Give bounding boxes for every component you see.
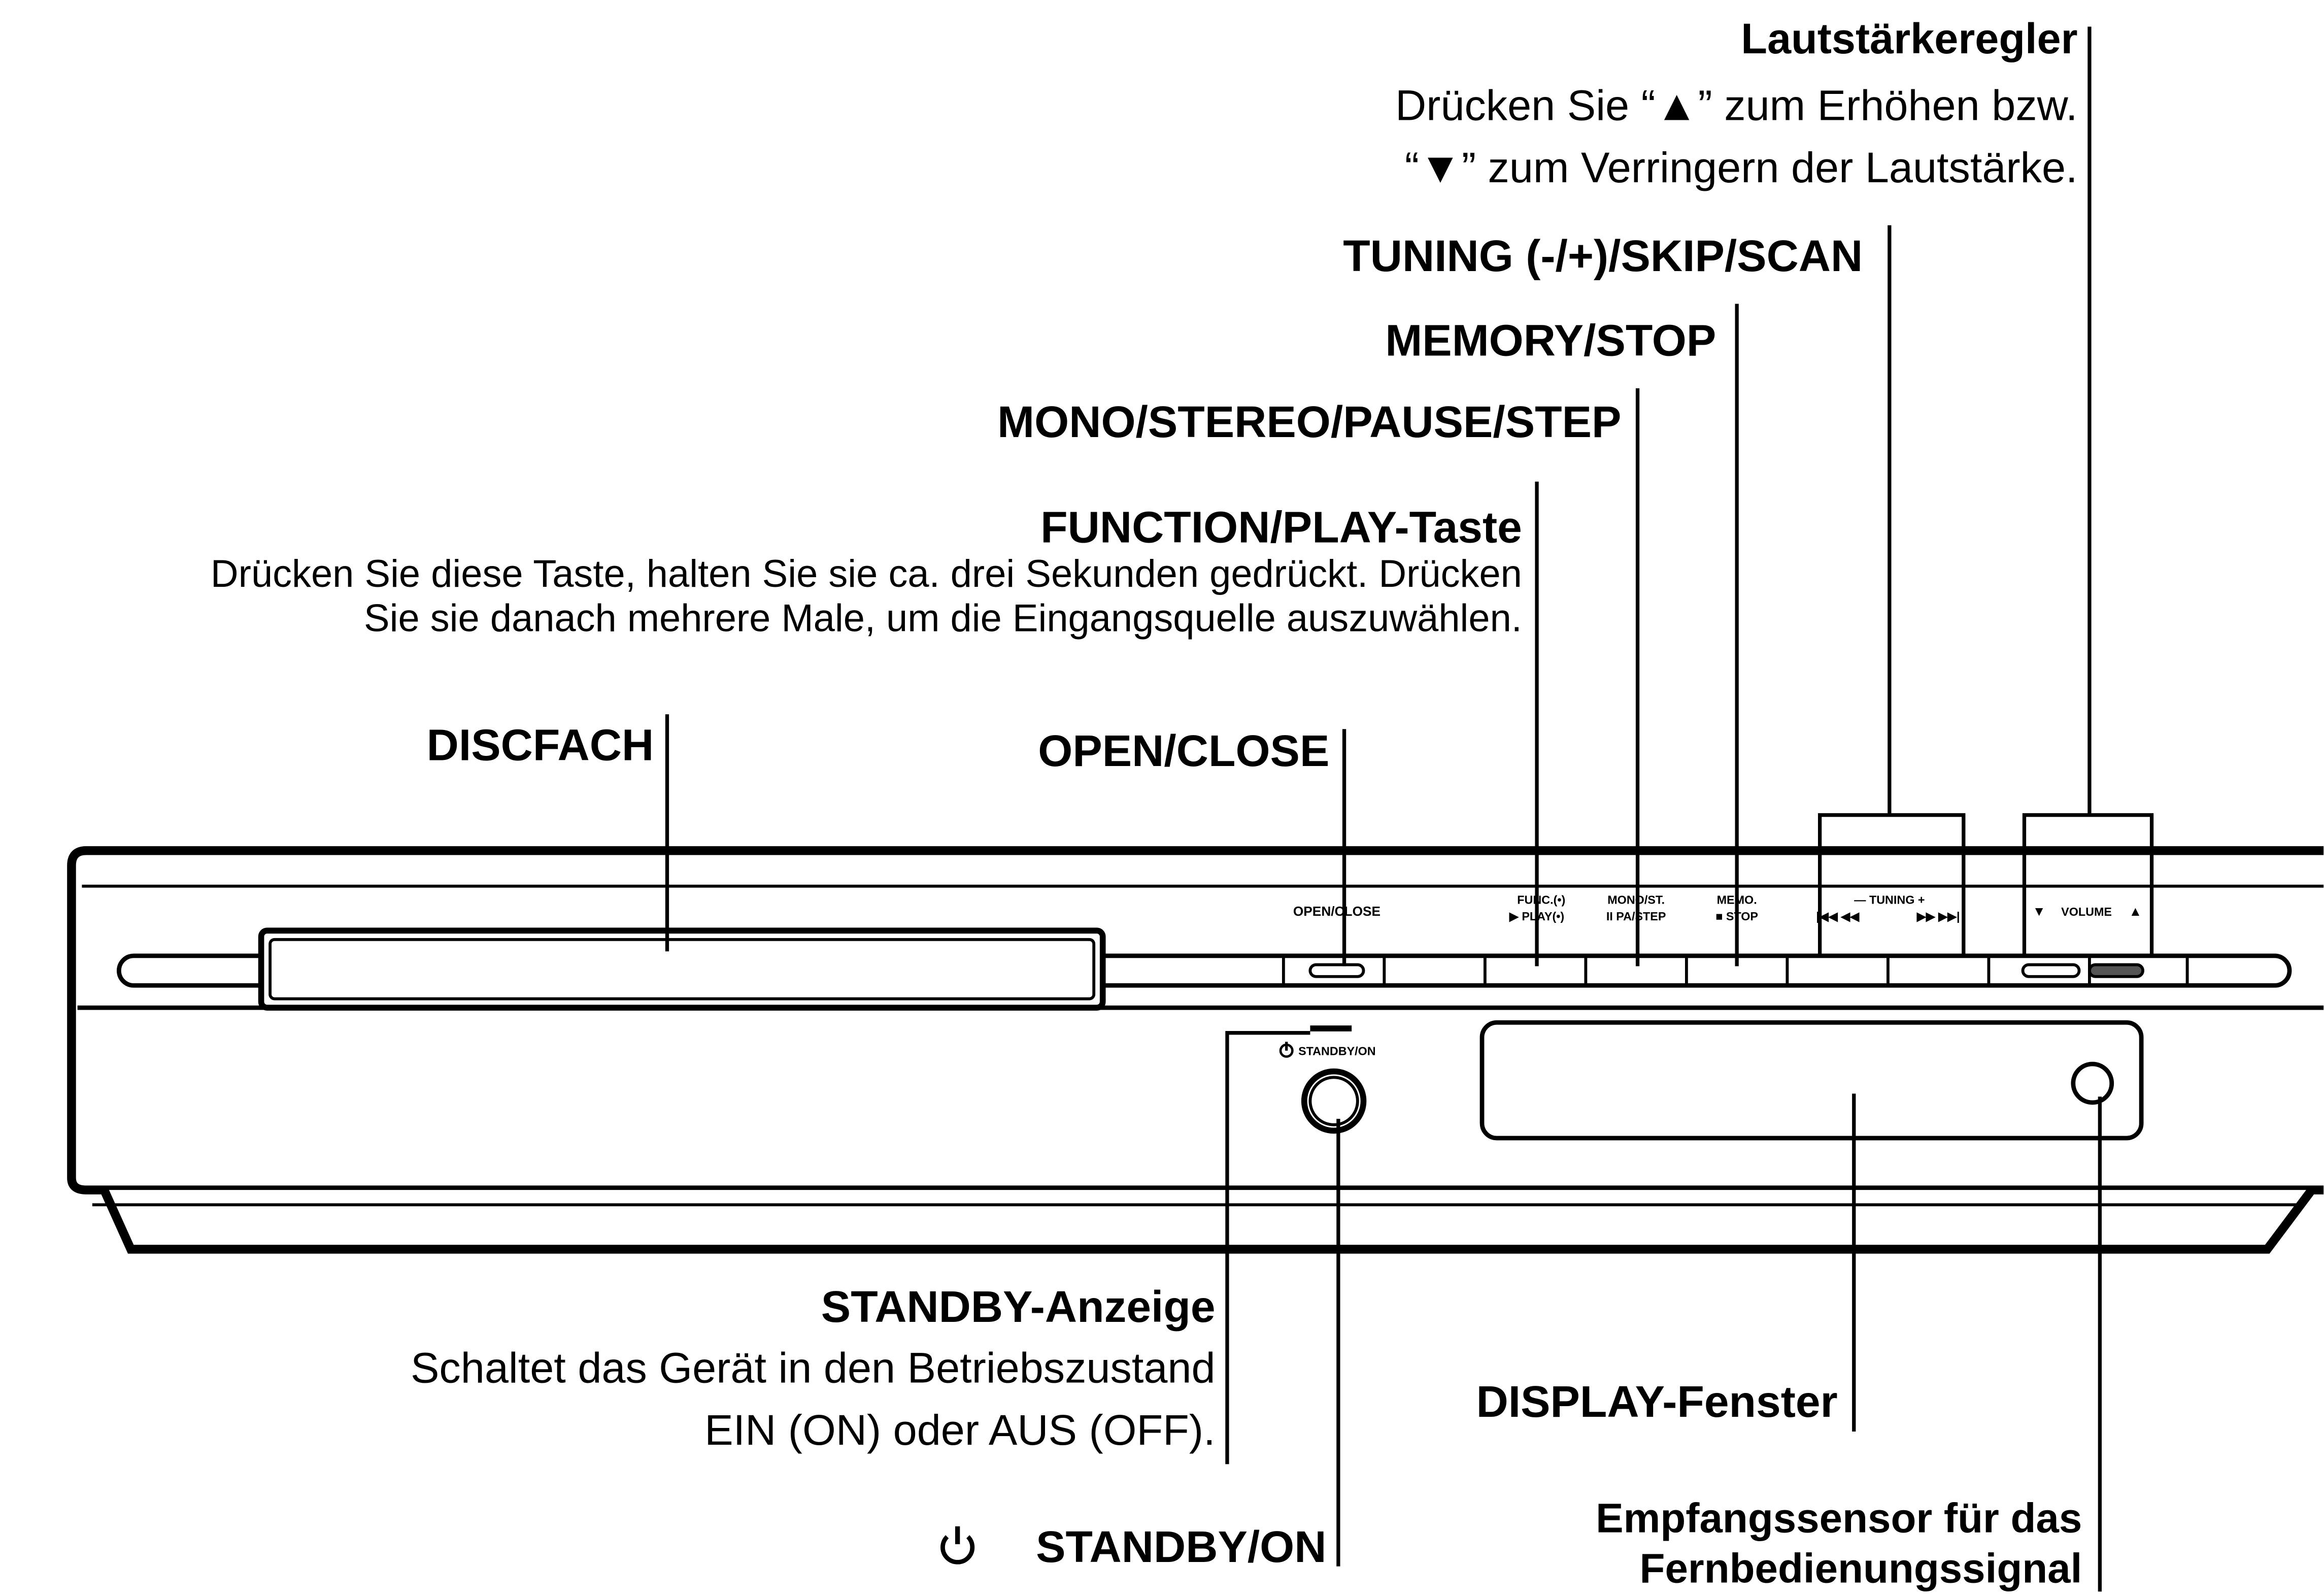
chassis-base	[100, 1187, 2315, 1254]
panel-tuning-label: — TUNING +	[1854, 893, 1925, 907]
volume-desc-1: Drücken Sie “▲” zum Erhöhen bzw.	[1395, 81, 2077, 129]
standby-indicator-led	[1310, 1025, 1352, 1032]
leader-volume	[2022, 26, 2154, 956]
panel-volume-down-label: ▼	[2033, 904, 2046, 919]
volume-desc-2: “▼” zum Verringern der Lautstärke.	[1405, 143, 2078, 191]
volume-up-button[interactable]	[2088, 963, 2144, 978]
display-window	[1479, 1020, 2144, 1141]
standby-on-button[interactable]	[1301, 1068, 1367, 1134]
function-title: FUNCTION/PLAY-Taste	[1040, 502, 1522, 552]
callouts: Lautstärkeregler Drücken Sie “▲” zum Erh…	[211, 14, 2082, 1592]
display-title: DISPLAY-Fenster	[1476, 1377, 1838, 1426]
volume-down-button[interactable]	[2021, 963, 2081, 978]
panel-volume-up-label: ▲	[2129, 904, 2142, 919]
tuning-title: TUNING (-/+)/SKIP/SCAN	[1343, 231, 1863, 281]
mono-title: MONO/STEREO/PAUSE/STEP	[997, 397, 1621, 447]
leader-lines	[665, 26, 2154, 1592]
sensor-title-1: Empfangssensor für das	[1596, 1495, 2082, 1541]
function-desc-1: Drücken Sie diese Taste, halten Sie sie …	[211, 552, 1522, 595]
function-desc-2: Sie sie danach mehrere Male, um die Eing…	[364, 597, 1522, 640]
panel-standby-icon	[1279, 1042, 1294, 1058]
leader-tuning	[1817, 225, 1966, 956]
standby-indicator-desc-1: Schaltet das Gerät in den Betriebszustan…	[411, 1344, 1216, 1392]
discfach-title: DISCFACH	[427, 720, 654, 770]
standby-on-title: STANDBY/ON	[1036, 1522, 1326, 1572]
open-close-button[interactable]	[1308, 963, 1365, 978]
remote-sensor	[2071, 1061, 2114, 1105]
volume-title: Lautstärkeregler	[1741, 14, 2077, 62]
disc-tray[interactable]	[258, 927, 1106, 1011]
button-separators	[1282, 955, 2189, 986]
standby-on-button-inner	[1308, 1076, 1359, 1126]
panel-open-close-label: OPEN/CLOSE	[1293, 904, 1380, 919]
standby-indicator-desc-2: EIN (ON) oder AUS (OFF).	[704, 1406, 1215, 1454]
panel-tuning-next-label: ▶▶ ▶▶|	[1916, 910, 1960, 923]
panel-volume-label: VOLUME	[2061, 905, 2112, 918]
device-body	[67, 846, 2324, 1254]
memory-title: MEMORY/STOP	[1385, 316, 1716, 365]
disc-tray-inner	[268, 938, 1096, 1001]
power-icon	[940, 1526, 975, 1565]
openclose-title: OPEN/CLOSE	[1038, 726, 1329, 776]
sensor-title-2: Fernbedienungssignal	[1640, 1546, 2082, 1592]
leader-standby-indicator	[1225, 1031, 1310, 1465]
panel-tuning-prev-label: |◀◀ ◀◀	[1816, 910, 1860, 923]
panel-standby-label: STANDBY/ON	[1298, 1044, 1376, 1057]
panel-func-label-1: FUNC.(•)	[1517, 893, 1565, 907]
standby-indicator-title: STANDBY-Anzeige	[821, 1282, 1216, 1332]
